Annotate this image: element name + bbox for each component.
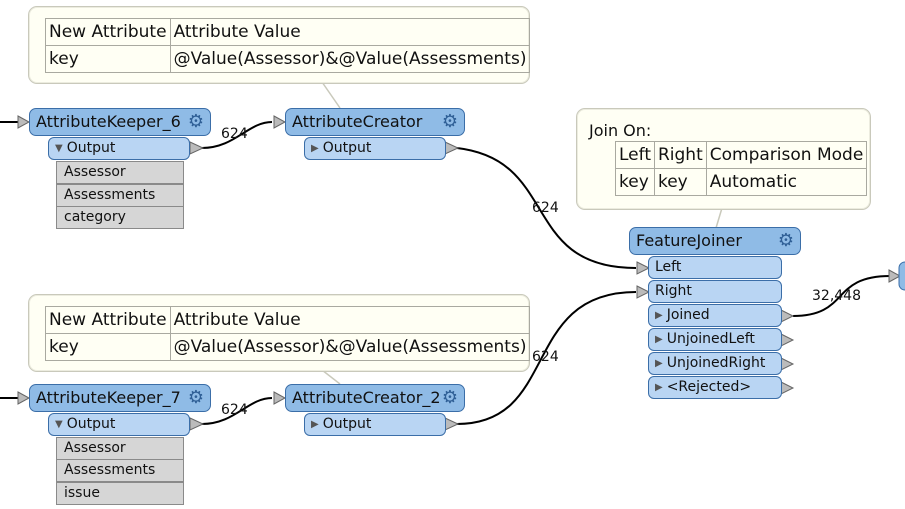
feature-count: 624 (532, 200, 559, 216)
creator2-output-arrow (444, 417, 460, 431)
attribute-row: Assessments (56, 459, 184, 482)
node-title: AttributeCreator_2 (292, 388, 441, 407)
gear-icon[interactable]: ⚙ (187, 387, 205, 408)
port-label: Output (322, 416, 372, 432)
port-label: Left (655, 259, 682, 275)
creator1-input-arrow (273, 115, 287, 129)
port-label: Right (655, 283, 692, 299)
port-output[interactable]: ▼Output (48, 413, 190, 436)
col-attribute-value: Attribute Value (169, 306, 531, 334)
col-new-attribute: New Attribute (45, 306, 171, 334)
port-output[interactable]: ▶Output (304, 137, 446, 160)
joiner-rejected-output-arrow (780, 381, 795, 395)
feature-count: 32,448 (812, 288, 861, 304)
feature-count: 624 (532, 349, 559, 365)
connection-k6-to-creator1 (201, 121, 273, 149)
node-title: FeatureJoiner (636, 231, 742, 250)
port-output-rejected[interactable]: ▶<Rejected> (648, 376, 782, 399)
keeper7-output-arrow (189, 417, 205, 431)
joiner-left-input-arrow (636, 261, 651, 275)
annotation-table: Left Right Comparison Mode key key Autom… (615, 141, 868, 196)
annotation-attributecreator-2[interactable]: New Attribute Attribute Value key @Value… (28, 294, 531, 372)
connection-k7-to-creator2 (201, 397, 273, 425)
triangle-down-icon[interactable]: ▼ (55, 143, 63, 154)
port-label: Joined (666, 307, 710, 323)
feature-count: 624 (221, 126, 248, 142)
port-input-right[interactable]: Right (648, 280, 782, 303)
annotation-table: New Attribute Attribute Value key @Value… (45, 306, 531, 361)
node-featurejoiner[interactable]: FeatureJoiner ⚙ (629, 227, 801, 255)
triangle-right-icon[interactable]: ▶ (311, 419, 319, 430)
cell-attribute-value: @Value(Assessor)&@Value(Assessments) (169, 333, 531, 361)
connection-creator1-to-left (456, 147, 637, 269)
joiner-right-input-arrow (636, 285, 651, 299)
triangle-right-icon[interactable]: ▶ (655, 334, 663, 345)
port-output-joined[interactable]: ▶Joined (648, 304, 782, 327)
next-node-stub (898, 261, 905, 291)
creator1-output-arrow (444, 141, 460, 155)
annotation-featurejoiner[interactable]: Join On: Left Right Comparison Mode key … (576, 108, 871, 210)
node-title: AttributeKeeper_6 (36, 112, 181, 131)
node-attributekeeper-6[interactable]: AttributeKeeper_6 ⚙ (29, 108, 211, 136)
joiner-joined-output-arrow (780, 309, 795, 323)
triangle-right-icon[interactable]: ▶ (655, 310, 663, 321)
connection-joined-out (792, 275, 891, 317)
feature-count: 624 (221, 402, 248, 418)
port-output[interactable]: ▼Output (48, 137, 190, 160)
attribute-row: Assessor (56, 161, 184, 184)
gear-icon[interactable]: ⚙ (187, 111, 205, 132)
next-node-input-arrow (888, 269, 902, 283)
joiner-unjoinedleft-output-arrow (780, 333, 795, 347)
col-attribute-value: Attribute Value (169, 18, 531, 46)
annotation-pointer-1 (321, 81, 341, 109)
triangle-right-icon[interactable]: ▶ (311, 143, 319, 154)
col-new-attribute: New Attribute (45, 18, 171, 46)
port-input-left[interactable]: Left (648, 256, 782, 279)
col-right: Right (653, 141, 707, 169)
connection-creator2-to-right (456, 291, 637, 425)
port-label: Output (66, 140, 116, 156)
triangle-right-icon[interactable]: ▶ (655, 358, 663, 369)
node-attributecreator-2[interactable]: AttributeCreator_2 ⚙ (285, 384, 465, 412)
joiner-unjoinedright-output-arrow (780, 357, 795, 371)
port-label: UnjoinedLeft (666, 331, 755, 347)
port-output-unjoinedleft[interactable]: ▶UnjoinedLeft (648, 328, 782, 351)
triangle-right-icon[interactable]: ▶ (655, 382, 663, 393)
gear-icon[interactable]: ⚙ (777, 230, 795, 251)
cell-attribute-value: @Value(Assessor)&@Value(Assessments) (169, 45, 531, 73)
annotation-pointer-2 (321, 369, 341, 385)
port-label: Output (66, 416, 116, 432)
annotation-title: Join On: (589, 121, 652, 140)
port-output[interactable]: ▶Output (304, 413, 446, 436)
cell-mode: Automatic (705, 168, 868, 196)
attribute-row: issue (56, 482, 184, 505)
node-title: AttributeKeeper_7 (36, 388, 181, 407)
cell-attribute-name: key (45, 333, 171, 361)
attribute-row: Assessor (56, 437, 184, 460)
col-left: Left (615, 141, 655, 169)
annotation-table: New Attribute Attribute Value key @Value… (45, 18, 531, 73)
node-attributekeeper-7[interactable]: AttributeKeeper_7 ⚙ (29, 384, 211, 412)
cell-right-key: key (653, 168, 707, 196)
port-label: UnjoinedRight (666, 355, 766, 371)
node-title: AttributeCreator (292, 112, 423, 131)
gear-icon[interactable]: ⚙ (441, 111, 459, 132)
annotation-attributecreator[interactable]: New Attribute Attribute Value key @Value… (28, 6, 531, 84)
triangle-down-icon[interactable]: ▼ (55, 419, 63, 430)
port-label: Output (322, 140, 372, 156)
gear-icon[interactable]: ⚙ (441, 387, 459, 408)
annotation-pointer-3 (715, 207, 723, 229)
attribute-row: Assessments (56, 184, 184, 207)
col-comparison-mode: Comparison Mode (705, 141, 868, 169)
port-label: <Rejected> (666, 379, 752, 395)
creator2-input-arrow (273, 391, 287, 405)
keeper6-output-arrow (189, 141, 205, 155)
node-attributecreator[interactable]: AttributeCreator ⚙ (285, 108, 465, 136)
keeper6-input-arrow (17, 115, 31, 129)
cell-left-key: key (615, 168, 655, 196)
attribute-row: category (56, 206, 184, 229)
cell-attribute-name: key (45, 45, 171, 73)
port-output-unjoinedright[interactable]: ▶UnjoinedRight (648, 352, 782, 375)
keeper7-input-arrow (17, 391, 31, 405)
